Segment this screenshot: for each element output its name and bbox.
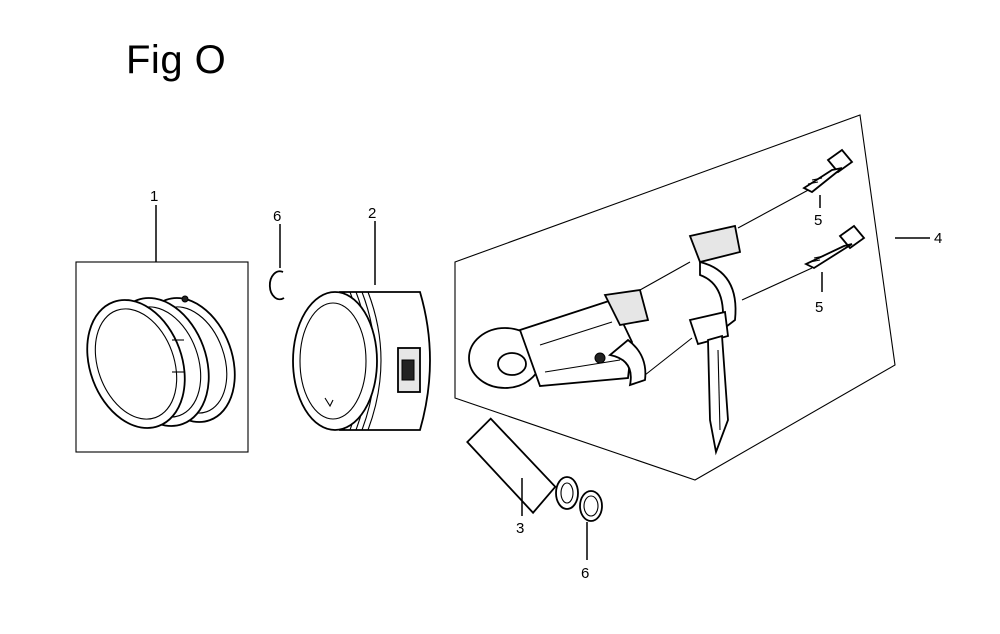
pin-clip-upper <box>268 224 285 301</box>
piston-pin <box>466 417 579 516</box>
connecting-rod <box>468 261 693 389</box>
piston-ring-set <box>75 205 249 453</box>
figure-title: Fig O <box>126 38 227 82</box>
connecting-rod-frame <box>454 114 930 481</box>
callout-5-upper: 5 <box>814 212 822 229</box>
callout-6-lower: 6 <box>581 565 589 582</box>
pin-clip-lower <box>579 490 603 560</box>
callout-1: 1 <box>150 188 158 205</box>
callout-5-lower: 5 <box>815 299 823 316</box>
rod-bolt-lower <box>803 224 866 292</box>
callout-6-upper: 6 <box>273 208 281 225</box>
callout-4: 4 <box>934 230 942 247</box>
callout-3: 3 <box>516 520 524 537</box>
piston <box>292 221 431 431</box>
callout-2: 2 <box>368 205 376 222</box>
rod-cap <box>688 187 813 456</box>
rod-bolt-upper <box>802 148 854 208</box>
